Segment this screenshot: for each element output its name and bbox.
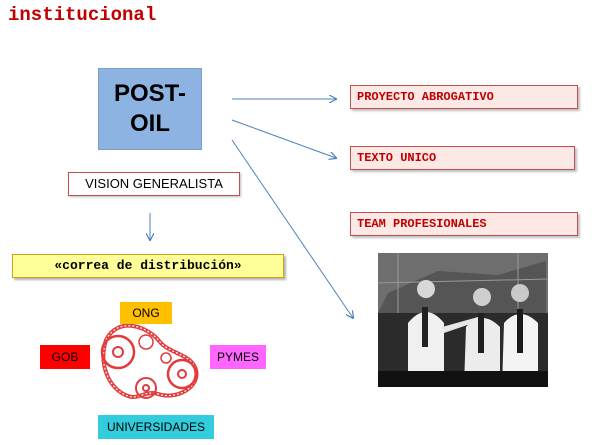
universidades-label: UNIVERSIDADES xyxy=(98,415,214,439)
post-oil-box: POST- OIL xyxy=(98,68,202,150)
arrow-to-texto xyxy=(231,119,336,158)
post-oil-line1: POST- xyxy=(113,80,186,107)
slide-title: institucional xyxy=(8,4,157,26)
texto-unico-box: TEXTO UNICO xyxy=(350,146,575,170)
pymes-label: PYMES xyxy=(210,345,266,369)
man-right xyxy=(502,284,538,387)
pulley-bottom xyxy=(135,377,157,399)
vision-generalista-box: VISION GENERALISTA xyxy=(68,172,240,196)
ong-label: ONG xyxy=(120,302,172,324)
gob-label: GOB xyxy=(40,345,90,369)
arrow-to-photo xyxy=(231,139,353,318)
pulley-right xyxy=(166,358,198,390)
pulley-top xyxy=(138,334,154,350)
timing-belt-image xyxy=(100,323,199,399)
post-oil-line2: OIL xyxy=(129,110,170,137)
correa-distribucion-box: «correa de distribución» xyxy=(12,254,284,278)
man-middle xyxy=(464,288,500,387)
team-profesionales-box: TEAM PROFESIONALES xyxy=(350,212,578,236)
man-left xyxy=(408,280,479,387)
pulley-left xyxy=(100,334,136,370)
proyecto-abrogativo-box: PROYECTO ABROGATIVO xyxy=(350,85,578,109)
team-photo xyxy=(378,253,548,387)
